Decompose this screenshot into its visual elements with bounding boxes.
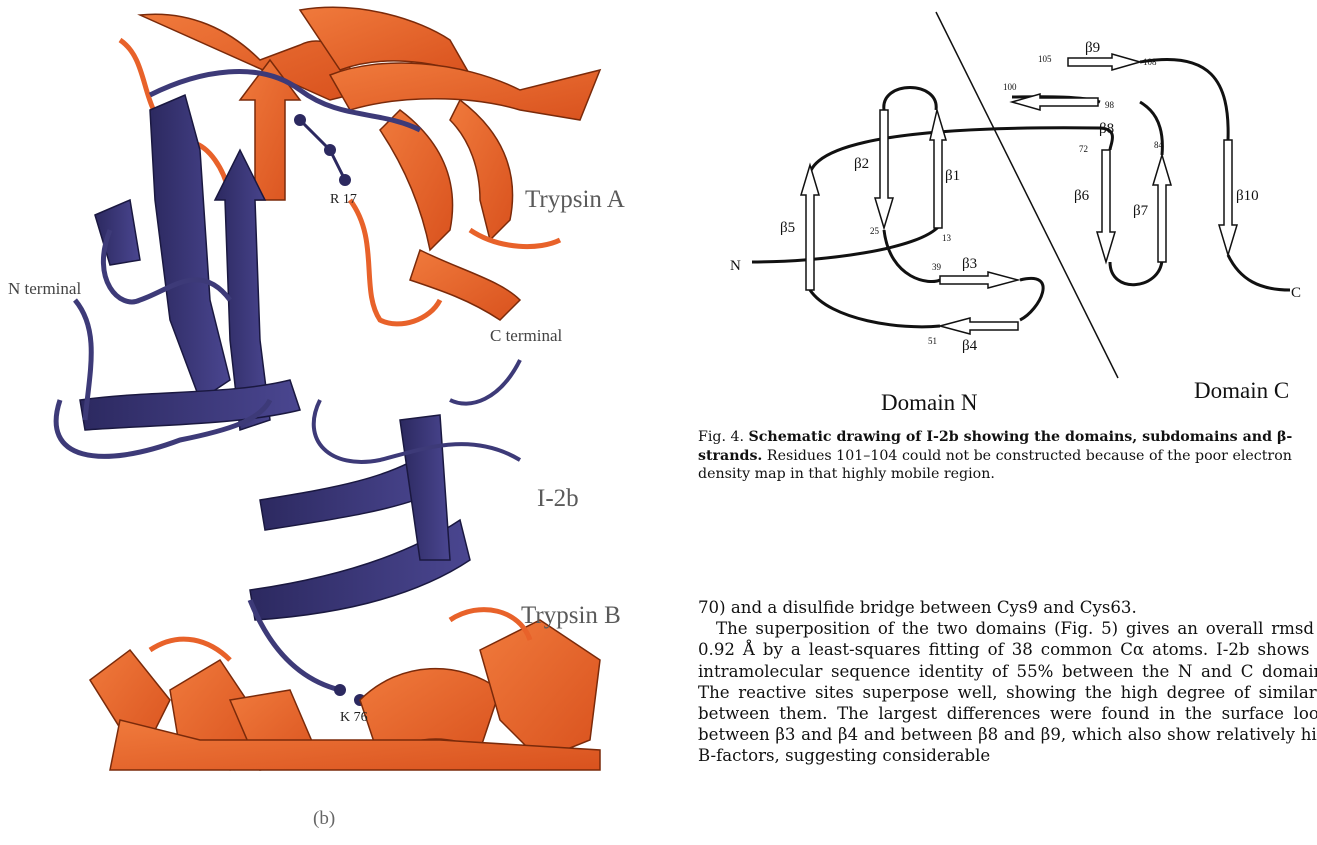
strand-b9-label: β9 [1085,40,1100,56]
k76-label: K 76 [340,710,368,726]
strand-b3-label: β3 [962,256,977,272]
residue-98: 98 [1105,100,1115,110]
strand-b6-arrow [1097,150,1115,262]
strand-b4-label: β4 [962,338,978,354]
ribbon-drawing [0,0,670,845]
residue-13: 13 [942,233,952,243]
residue-25: 25 [870,226,880,236]
strand-b1-arrow [930,110,946,228]
residue-108: 108 [1143,57,1157,67]
strand-b10-label: β10 [1236,188,1259,204]
strand-b6-label: β6 [1074,188,1090,204]
residue-84: 84 [1154,140,1164,150]
strand-b7-label: β7 [1133,203,1149,219]
body-paragraph-2: The superposition of the two domains (Fi… [698,618,1317,766]
strand-b4-arrow [940,318,1018,334]
strand-b3-arrow [940,272,1018,288]
n-terminus-label: N [730,258,741,274]
panel-label-b: (b) [313,808,335,830]
c-terminus-label: C [1291,285,1301,301]
strand-b5-arrow [801,165,819,290]
residue-39: 39 [932,262,942,272]
i2b-ribbon [56,71,520,706]
strand-b2-arrow [875,110,893,228]
ribbon-figure: Trypsin A Trypsin B N terminal C termina… [0,0,670,845]
i2b-label: I-2b [537,485,579,513]
strand-b1-label: β1 [945,168,960,184]
strand-b7-arrow [1153,155,1171,262]
n-terminal-label: N terminal [8,279,81,299]
residue-105: 105 [1038,54,1052,64]
c-terminal-label: C terminal [490,326,562,346]
strand-b10-arrow [1219,140,1237,255]
strand-b5-label: β5 [780,220,795,236]
domain-n-label: Domain N [881,390,977,416]
body-paragraph-1: 70) and a disulfide bridge between Cys9 … [698,597,1317,618]
residue-51: 51 [928,336,937,346]
residue-100: 100 [1003,82,1017,92]
trypsin-a-label: Trypsin A [525,186,625,214]
strand-b9-arrow [1068,54,1140,70]
figure-caption: Fig. 4. Schematic drawing of I-2b showin… [698,428,1317,484]
caption-text: Residues 101–104 could not be constructe… [698,448,1292,483]
caption-fig-number: Fig. 4. [698,429,749,445]
strand-b2-label: β2 [854,156,869,172]
body-text: 70) and a disulfide bridge between Cys9 … [698,597,1317,767]
r17-label: R 17 [330,192,357,208]
domain-c-label: Domain C [1194,378,1289,404]
trypsin-b-label: Trypsin B [521,602,621,630]
residue-72: 72 [1079,144,1088,154]
schematic-drawing: N C β1 β2 β3 β4 β5 β6 β7 β8 β9 β10 13 25… [700,0,1317,420]
topology-schematic: N C β1 β2 β3 β4 β5 β6 β7 β8 β9 β10 13 25… [700,0,1317,420]
strand-b8-label: β8 [1099,121,1114,137]
